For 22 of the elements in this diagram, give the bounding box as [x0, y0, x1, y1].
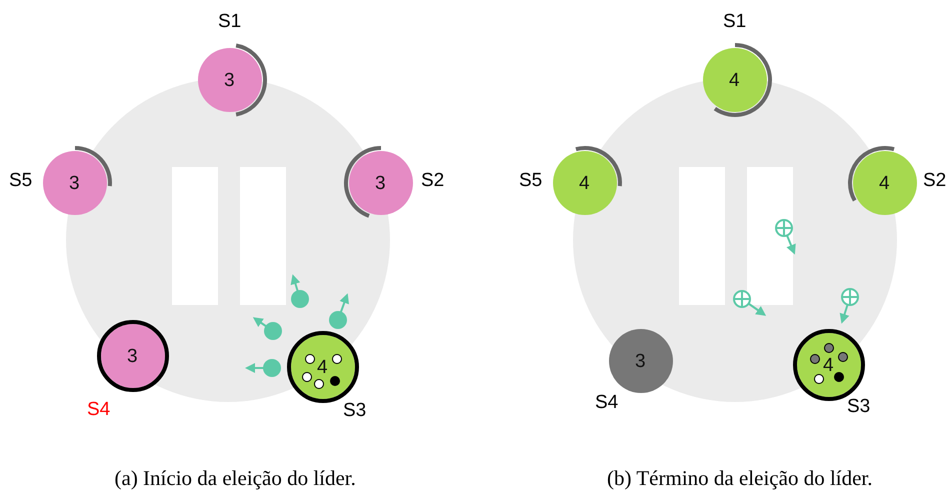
server-label: S5	[9, 171, 32, 190]
server-label: S3	[343, 401, 366, 420]
server-label: S4	[595, 393, 618, 412]
server-label: S5	[519, 171, 542, 190]
term-number: 4	[879, 174, 890, 193]
term-number: 4	[579, 174, 590, 193]
term-number: 4	[729, 71, 740, 90]
term-number: 3	[635, 352, 646, 371]
server-label: S1	[723, 12, 746, 31]
server-label: S4	[87, 400, 110, 419]
figure-caption: (a) Início da eleição do líder.	[114, 466, 356, 491]
term-number: 3	[375, 174, 386, 193]
term-number: 4	[823, 356, 834, 375]
figure-caption: (b) Término da eleição do líder.	[607, 466, 873, 491]
server-label: S2	[923, 171, 946, 190]
term-number: 4	[317, 358, 328, 377]
term-number: 3	[224, 71, 235, 90]
server-label: S1	[218, 12, 242, 31]
server-label: S2	[421, 171, 444, 190]
term-number: 3	[69, 174, 80, 193]
server-label: S3	[847, 397, 870, 416]
term-number: 3	[127, 347, 138, 366]
